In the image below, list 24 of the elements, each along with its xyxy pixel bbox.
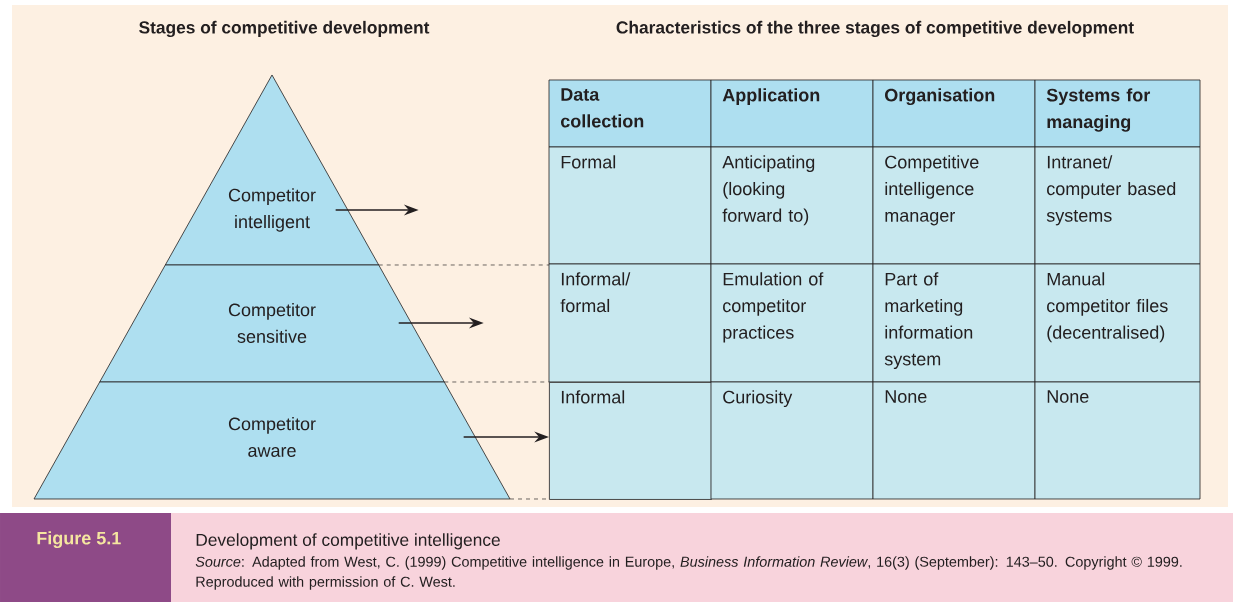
table-cell: Anticipating (looking forward to) (710, 146, 874, 265)
table-cell: None (1034, 381, 1201, 500)
table-cell: Curiosity (710, 381, 874, 500)
column-header: Data collection (548, 79, 712, 148)
table-cell: Manual competitor files (decentralised) (1034, 263, 1201, 383)
column-header: Organisation (872, 79, 1036, 148)
pyramid-tier: Competitor sensitive (99, 264, 445, 383)
heading: Stages of competitive development (139, 20, 430, 38)
table-cell: Formal (548, 146, 712, 265)
source-note: Source: Adapted from West, C. (1999) Competitive intelligence in Europe, Business Information Review, 16(3) (September): 143–50. Copyright © 1999. Reproduced with permission of C. West. (195, 556, 1182, 590)
pyramid-tier: Competitor aware (33, 381, 511, 500)
column-header: Systems for managing (1034, 79, 1201, 148)
table-cell: Informal/ formal (548, 263, 712, 383)
table-cell: Informal (549, 382, 712, 500)
figure-number: Figure 5.1 (0, 513, 171, 602)
table-cell: Competitive intelligence manager (872, 146, 1036, 265)
table-cell: Emulation of competitor practices (710, 263, 874, 383)
table-cell: Intranet/ computer based systems (1034, 146, 1201, 265)
pyramid-tier: Competitor intelligent (164, 74, 380, 266)
caption: Development of competitive intelligence (196, 533, 500, 550)
heading: Characteristics of the three stages of competitive development (616, 20, 1134, 38)
table-cell: Part of marketing information system (872, 263, 1036, 383)
table-cell: None (872, 381, 1036, 500)
column-header: Application (710, 79, 874, 148)
